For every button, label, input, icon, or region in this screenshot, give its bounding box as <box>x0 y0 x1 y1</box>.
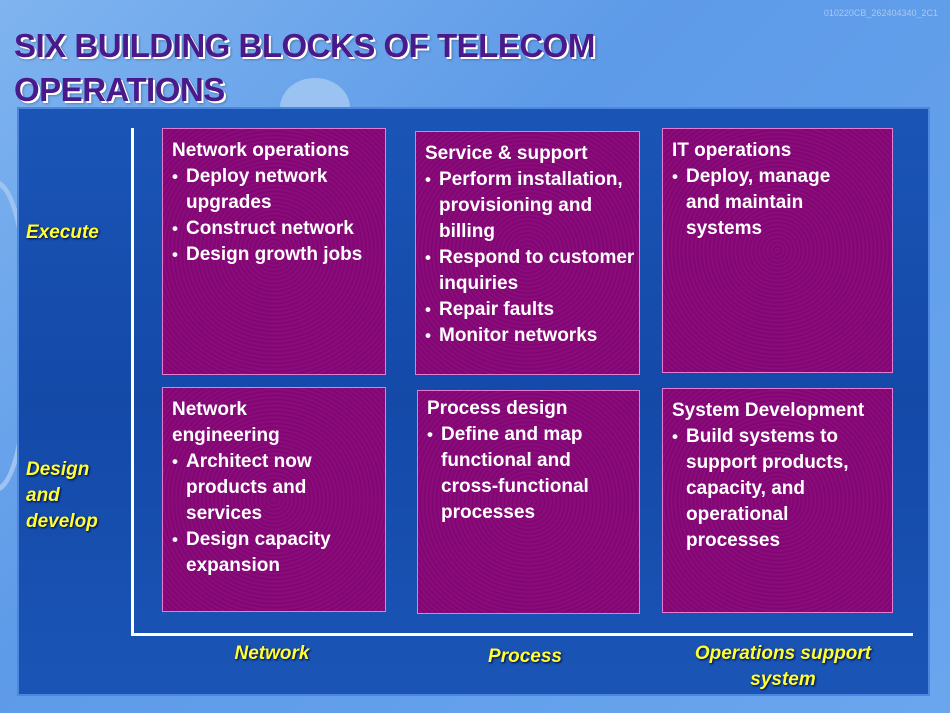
column-label-process: Process <box>488 646 562 667</box>
bullet-item: Build systems to support products, capac… <box>672 424 872 554</box>
vertical-axis <box>131 128 134 636</box>
block-process-design: Process design Define and map functional… <box>417 390 640 614</box>
block-title: System Development <box>672 400 865 421</box>
bullet-list: Deploy, manage and maintain systems <box>672 164 862 242</box>
document-id: 010220CB_262404340_2C1 <box>823 8 938 18</box>
block-title: Network operations <box>172 140 350 161</box>
bullet-list: Deploy network upgrades Construct networ… <box>172 164 385 268</box>
bullet-item: Deploy network upgrades <box>172 164 385 216</box>
block-service-support: Service & support Perform installation, … <box>415 131 640 375</box>
row-label-design-develop: Design and develop <box>26 459 98 532</box>
block-network-engineering: Network engineering Architect now produc… <box>162 387 386 612</box>
bullet-list: Perform installation, provisioning and b… <box>425 167 639 349</box>
horizontal-axis <box>131 633 913 636</box>
bullet-item: Define and map functional and cross-func… <box>427 422 622 526</box>
bullet-item: Design growth jobs <box>172 242 385 268</box>
bullet-item: Respond to customer inquiries <box>425 245 639 297</box>
slide-title: SIX BUILDING BLOCKS OF TELECOM OPERATION… <box>14 27 595 108</box>
bullet-item: Architect now products and services <box>172 449 362 527</box>
block-title: Service & support <box>425 143 588 164</box>
bullet-item: Monitor networks <box>425 323 639 349</box>
bullet-list: Build systems to support products, capac… <box>672 424 872 554</box>
block-it-operations: IT operations Deploy, manage and maintai… <box>662 128 893 373</box>
bullet-item: Perform installation, provisioning and b… <box>425 167 639 245</box>
block-system-development: System Development Build systems to supp… <box>662 388 893 613</box>
bullet-item: Repair faults <box>425 297 639 323</box>
bullet-item: Construct network <box>172 216 385 242</box>
block-title: IT operations <box>672 140 792 161</box>
block-title: Network engineering <box>172 399 280 446</box>
bullet-item: Deploy, manage and maintain systems <box>672 164 862 242</box>
block-title: Process design <box>427 398 568 419</box>
bullet-list: Define and map functional and cross-func… <box>427 422 622 526</box>
bullet-list: Architect now products and services Desi… <box>172 449 362 579</box>
column-label-operations-support-system: Operations support system <box>694 643 872 690</box>
column-label-network: Network <box>234 643 310 664</box>
row-label-execute: Execute <box>26 222 99 243</box>
bullet-item: Design capacity expansion <box>172 527 362 579</box>
block-network-operations: Network operations Deploy network upgrad… <box>162 128 386 375</box>
